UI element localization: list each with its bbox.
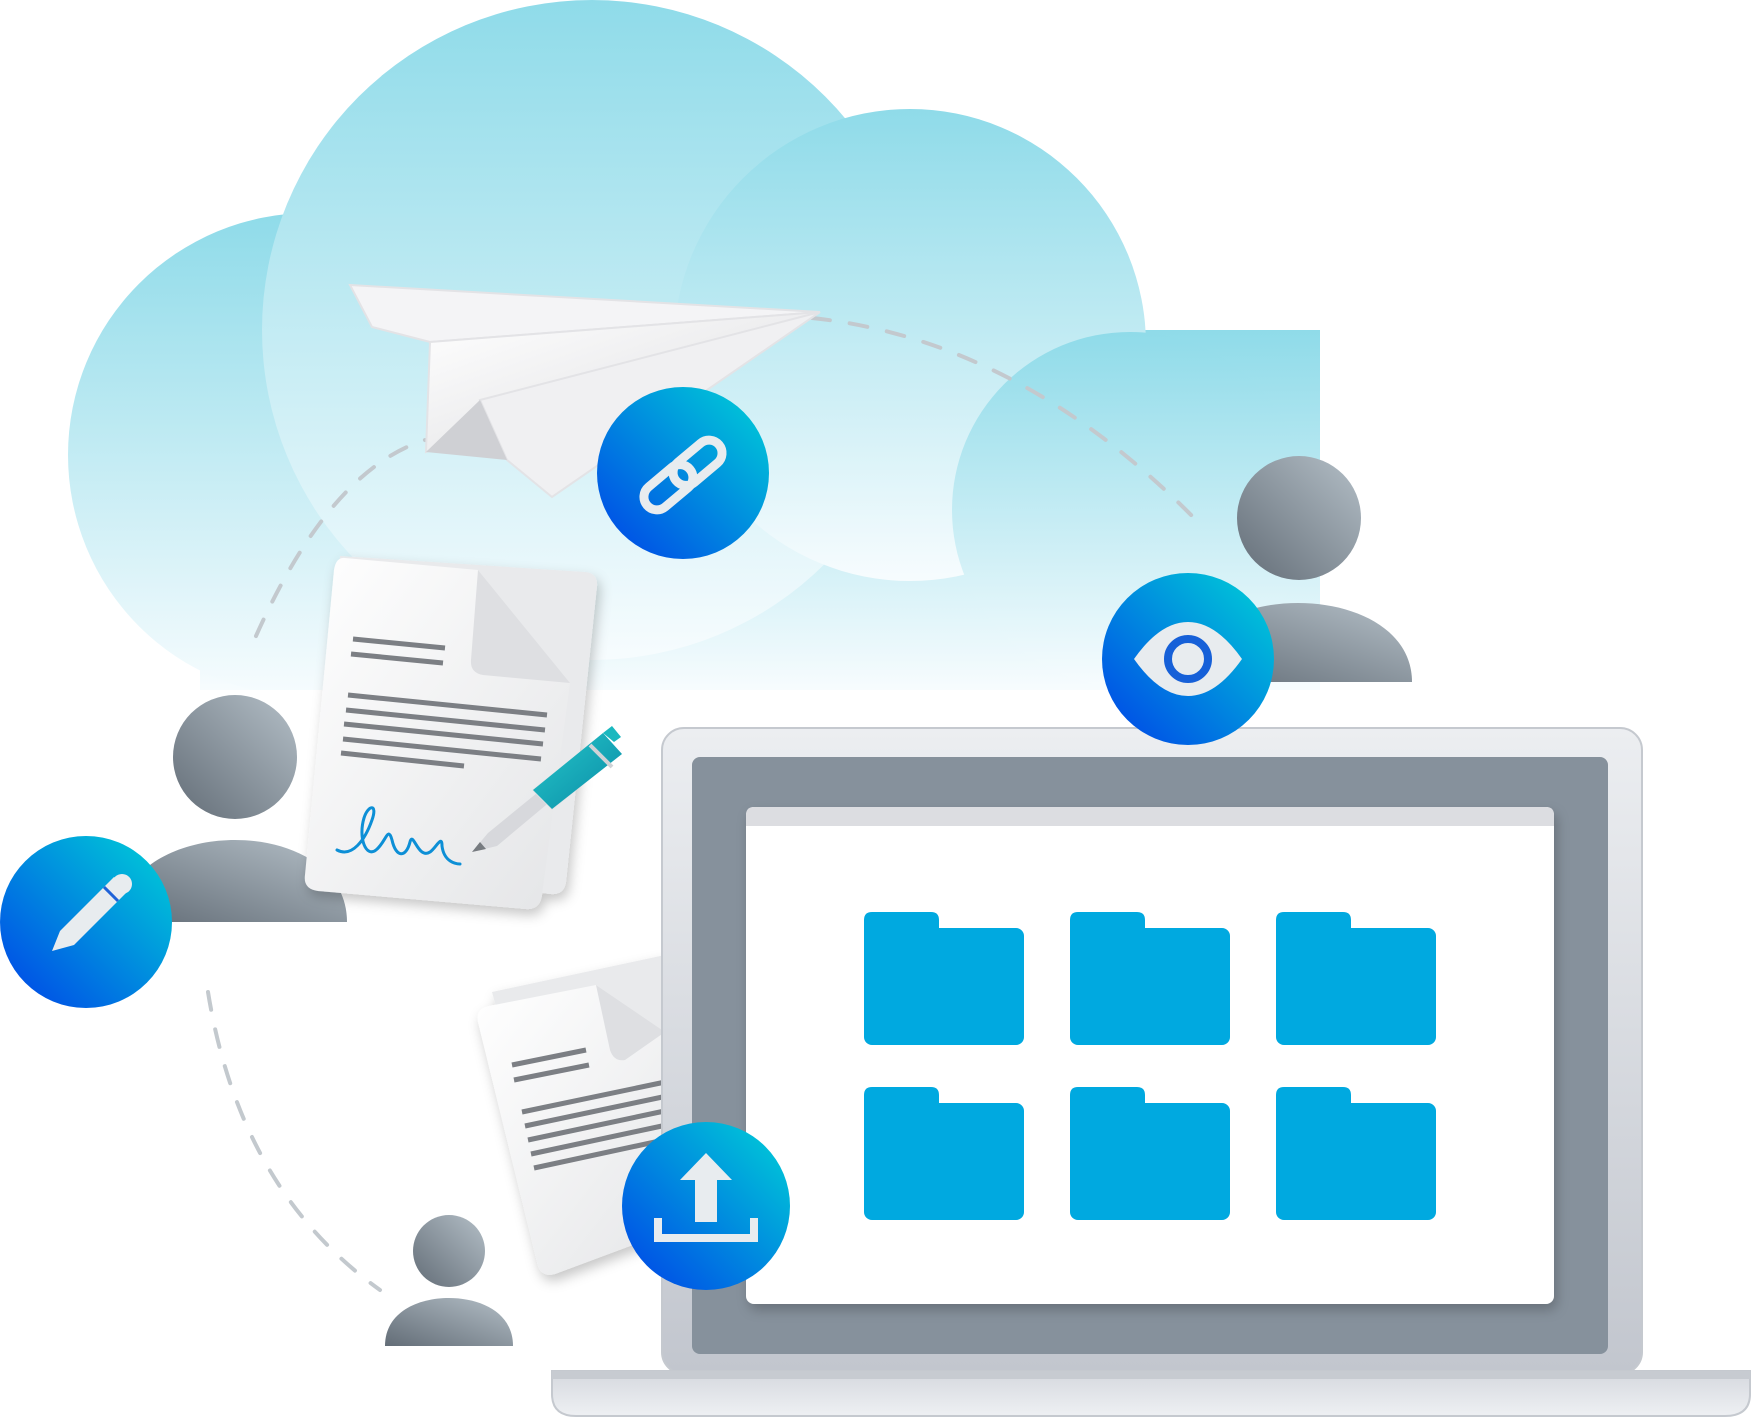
view-badge[interactable] (1102, 573, 1274, 745)
folder-grid (864, 912, 1436, 1220)
folder-2-icon[interactable] (1070, 912, 1230, 1045)
folder-1-icon[interactable] (864, 912, 1024, 1045)
dashed-connection-lines (206, 316, 1200, 1292)
browser-window (746, 807, 1554, 1304)
upload-icon (654, 1153, 758, 1242)
link-badge[interactable] (597, 387, 769, 559)
pencil-icon (52, 874, 132, 951)
upload-badge[interactable] (622, 1122, 790, 1290)
folder-5-icon[interactable] (1070, 1087, 1230, 1220)
pen-icon (472, 726, 622, 852)
link-icon (639, 435, 727, 515)
laptop (551, 727, 1751, 1417)
cloud-background (68, 0, 1320, 697)
folder-6-icon[interactable] (1276, 1087, 1436, 1220)
folder-4-icon[interactable] (864, 1087, 1024, 1220)
folder-3-icon[interactable] (1276, 912, 1436, 1045)
person-uploader-avatar (385, 1215, 513, 1346)
edit-badge[interactable] (0, 836, 172, 1008)
person-editor-avatar (120, 695, 347, 922)
signed-document (304, 556, 598, 910)
paper-plane-icon (348, 283, 821, 499)
signature (335, 806, 462, 866)
document-text-lines (340, 636, 548, 769)
